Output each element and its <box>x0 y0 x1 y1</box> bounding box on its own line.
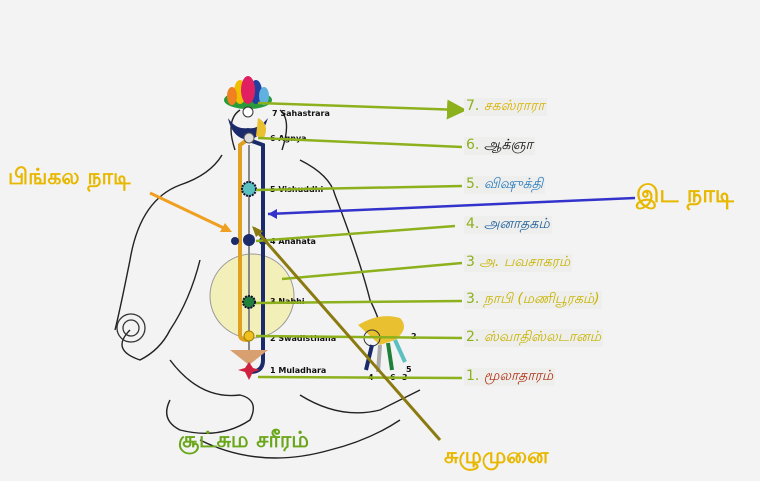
label-number: 5. <box>466 176 480 192</box>
agnya-chakra-icon <box>243 132 255 144</box>
left-palm <box>116 313 146 343</box>
chakra-label-muladhara: 1. மூலாதாரம் <box>464 368 556 386</box>
ida-arrow <box>267 196 636 216</box>
pingala-nadi-heading: பிங்கல நாடி <box>8 165 131 190</box>
arrow-swadisthana <box>255 334 463 340</box>
arrow-agnya <box>257 136 463 149</box>
right-hand-mudra <box>358 316 407 373</box>
label-text: நாபி (மணிபூரகம்) <box>483 291 600 307</box>
label-number: 3. <box>466 291 480 307</box>
arrow-sahasrara <box>257 99 467 120</box>
label-number: 3 <box>466 254 475 270</box>
label-number: 4. <box>466 216 480 232</box>
chakra-label-anahata: 4. அனாதகம் <box>464 216 552 234</box>
sahasrara-lotus-icon <box>224 76 272 140</box>
label-text: ஆக்ஞா <box>483 137 533 153</box>
chakra-label-agnya: 6. ஆக்ஞா <box>464 137 535 155</box>
chakra-label-nabhi: 3. நாபி (மணிபூரகம்) <box>464 291 602 309</box>
vishuddhi-chakra-icon <box>241 181 257 197</box>
subtle-body-heading: சூட்சும சரீரம் <box>178 428 309 453</box>
chakra-label-en: 4 Anahata <box>270 237 316 246</box>
chakra-label-vishuddhi: 5. விஷுக்தி <box>464 176 546 194</box>
chakra-label-en: 2 Swadisthana <box>270 334 336 343</box>
chakra-label-en: 7 Sahastrara <box>272 109 330 118</box>
sushumna-heading: சுழுமுனை <box>444 444 549 469</box>
label-number: 6. <box>466 137 480 153</box>
label-number: 1. <box>466 368 480 384</box>
muladhara-chakra-icon <box>238 362 260 380</box>
arrow-nabhi <box>255 299 463 305</box>
label-text: சகஸ்ராரா <box>483 98 545 114</box>
arrow-vishuddhi <box>255 184 463 192</box>
chakra-label-sahasrara: 7. சகஸ்ராரா <box>464 98 547 116</box>
seated-figure-outline <box>114 109 421 459</box>
arrow-anahata <box>255 224 456 243</box>
sushumna-arrow <box>252 227 442 441</box>
arrow-muladhara <box>257 375 463 380</box>
label-number: 7. <box>466 98 480 114</box>
arrow-bhavasagaram <box>281 261 463 281</box>
label-text: ஸ்வாதிஸ்லடானம் <box>483 329 601 345</box>
ida-nadi-heading: இட நாடி <box>636 180 734 208</box>
chakra-label-en: 1 Muladhara <box>270 366 326 375</box>
pingala-arrow <box>149 191 229 232</box>
label-text: அனாதகம் <box>483 216 550 232</box>
nabhi-chakra-icon <box>242 295 256 309</box>
hand-number: 5 <box>406 365 412 374</box>
pingala-node-icon <box>231 237 239 245</box>
label-text: விஷுக்தி <box>483 176 544 192</box>
chakra-label-swadisthana: 2. ஸ்வாதிஸ்லடானம் <box>464 329 603 347</box>
label-number: 2. <box>466 329 480 345</box>
kundalini-triangle-icon <box>230 350 268 365</box>
anahata-chakra-icon <box>243 234 255 246</box>
chakra-pointer-arrows <box>255 99 467 380</box>
label-text: மூலாதாரம் <box>483 368 554 384</box>
swadisthana-chakra-icon <box>243 330 255 342</box>
chakra-label-bhavasagaram: 3 அ. பவசாகரம் <box>464 254 573 272</box>
label-text: அ. பவசாகரம் <box>479 254 571 270</box>
